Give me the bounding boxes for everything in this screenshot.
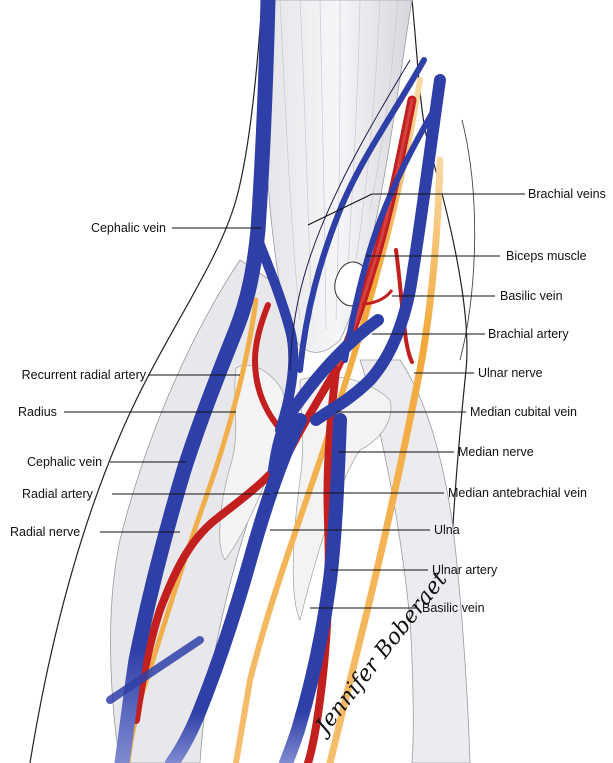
label-cephalic-vein-mid: Cephalic vein (27, 455, 103, 469)
brachial-vein-2 (342, 97, 443, 363)
skin-outline-left (29, 0, 263, 763)
leader-lines (64, 193, 525, 609)
label-ulnar-artery: Ulnar artery (432, 563, 498, 577)
recurrent-radial-artery (251, 302, 293, 443)
basilic-vein-upper (310, 74, 446, 426)
ulnar-nerve (326, 156, 444, 763)
label-cephalic-vein-top: Cephalic vein (90, 221, 166, 235)
artery-branch-right (394, 248, 414, 364)
skin-outline-inner (459, 119, 476, 361)
forearm-cross-vein (106, 636, 204, 704)
median-nerve (233, 77, 423, 763)
label-median-antebrachial-vein: Median antebrachial vein (448, 486, 587, 500)
brachial-vein-outline-1 (289, 59, 411, 371)
cephalic-vein (114, 0, 276, 763)
label-basilic-vein-bottom: Basilic vein (422, 601, 485, 615)
label-recurrent-radial-artery: Recurrent radial artery (21, 368, 146, 382)
label-brachial-veins: Brachial veins (528, 187, 606, 201)
biceps-fibers (279, 0, 399, 331)
ulna-bone (292, 375, 392, 622)
label-median-cubital-vein: Median cubital vein (470, 405, 578, 419)
label-brachial-artery: Brachial artery (488, 327, 569, 341)
label-basilic-vein-top: Basilic vein (500, 289, 563, 303)
label-ulna: Ulna (434, 523, 460, 537)
cephalic-vein-branch (253, 235, 299, 435)
median-antebrachial-vein (165, 413, 307, 763)
basilic-vein-lower (279, 413, 347, 763)
label-radial-artery: Radial artery (22, 487, 93, 501)
label-biceps-muscle: Biceps muscle (506, 249, 587, 263)
label-radial-nerve: Radial nerve (10, 525, 81, 539)
label-ulnar-nerve: Ulnar nerve (478, 366, 543, 380)
label-radius: Radius (18, 405, 57, 419)
median-cubital-vein (268, 314, 384, 476)
artery-branch-right-2 (361, 289, 394, 306)
label-median-nerve: Median nerve (458, 445, 534, 459)
